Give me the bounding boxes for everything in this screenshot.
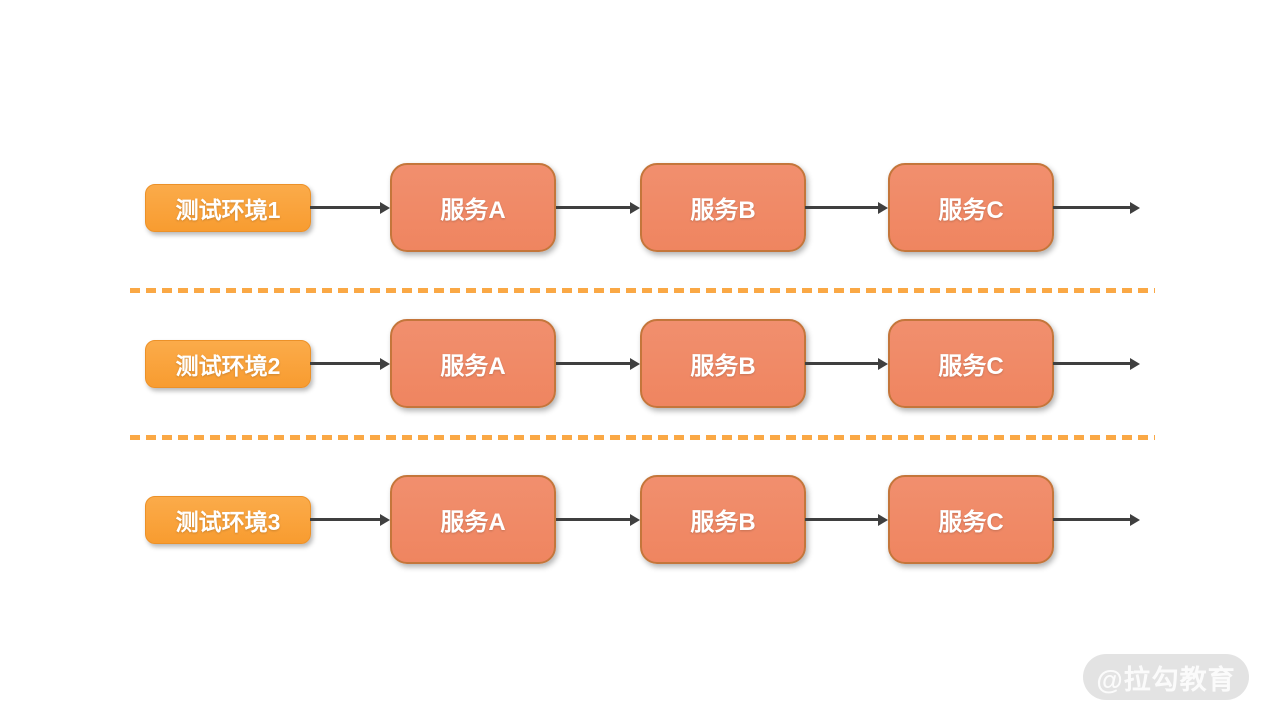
service-node-a-row-2: 服务A xyxy=(390,319,556,408)
pipeline-row-3: 测试环境3 服务A 服务B 服务C xyxy=(0,475,1280,565)
service-node-a-label: 服务A xyxy=(440,197,506,224)
arrow-right-icon xyxy=(556,518,630,521)
service-node-c-label: 服务C xyxy=(938,353,1004,380)
env-node-2: 测试环境2 xyxy=(145,340,311,388)
env-node-2-label: 测试环境2 xyxy=(175,353,281,379)
env-node-3-label: 测试环境3 xyxy=(175,509,281,535)
arrow-right-icon xyxy=(556,206,630,209)
service-node-b-row-3: 服务B xyxy=(640,475,806,564)
arrow-right-icon xyxy=(1053,206,1130,209)
watermark-badge: @拉勾教育 xyxy=(1083,654,1249,700)
env-node-1-label: 测试环境1 xyxy=(175,197,281,223)
pipeline-row-2: 测试环境2 服务A 服务B 服务C xyxy=(0,319,1280,409)
service-node-c-row-3: 服务C xyxy=(888,475,1054,564)
arrow-right-icon xyxy=(310,362,380,365)
arrow-right-icon xyxy=(805,362,878,365)
service-node-b-row-2: 服务B xyxy=(640,319,806,408)
arrow-right-icon xyxy=(805,206,878,209)
service-node-b-label: 服务B xyxy=(690,509,756,536)
arrow-right-icon xyxy=(310,206,380,209)
service-node-a-label: 服务A xyxy=(440,509,506,536)
env-node-1: 测试环境1 xyxy=(145,184,311,232)
dashed-divider-2 xyxy=(130,435,1155,440)
service-node-b-row-1: 服务B xyxy=(640,163,806,252)
arrow-right-icon xyxy=(1053,362,1130,365)
watermark-label: @拉勾教育 xyxy=(1096,664,1236,695)
service-node-c-label: 服务C xyxy=(938,509,1004,536)
arrow-right-icon xyxy=(310,518,380,521)
service-node-c-label: 服务C xyxy=(938,197,1004,224)
service-node-c-row-1: 服务C xyxy=(888,163,1054,252)
arrow-right-icon xyxy=(805,518,878,521)
service-node-b-label: 服务B xyxy=(690,197,756,224)
arrow-right-icon xyxy=(1053,518,1130,521)
service-node-b-label: 服务B xyxy=(690,353,756,380)
service-node-a-row-3: 服务A xyxy=(390,475,556,564)
pipeline-row-1: 测试环境1 服务A 服务B 服务C xyxy=(0,163,1280,253)
service-node-a-label: 服务A xyxy=(440,353,506,380)
env-node-3: 测试环境3 xyxy=(145,496,311,544)
dashed-divider-1 xyxy=(130,288,1155,293)
service-node-c-row-2: 服务C xyxy=(888,319,1054,408)
arrow-right-icon xyxy=(556,362,630,365)
service-node-a-row-1: 服务A xyxy=(390,163,556,252)
